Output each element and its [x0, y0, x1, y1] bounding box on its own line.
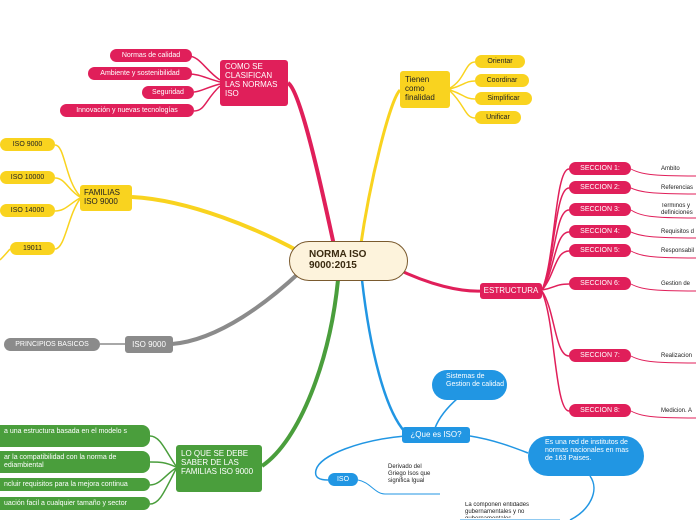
seccion-7[interactable]: SECCION 7:	[569, 349, 631, 362]
red-label: Es una red de institutos de normas nacio…	[545, 439, 629, 462]
seccion-5-text: Responsabil	[661, 248, 695, 254]
clasifican-label: COMO SE CLASIFICAN LAS NORMAS ISO	[225, 62, 278, 98]
que-es-topic[interactable]: ¿Que es ISO?	[402, 427, 470, 443]
seccion-6-text: Gestion de	[661, 281, 691, 287]
seccion-8-text: Medicion. A	[661, 408, 693, 414]
familias-label: FAMILIAS ISO 9000	[84, 188, 121, 206]
debe-saber-item[interactable]: ar la compatibilidad con la norma de edi…	[0, 451, 150, 473]
estructura-topic[interactable]: ESTRUCTURA	[480, 283, 542, 299]
seccion-3-text: Terminos y definiciones	[661, 203, 693, 216]
debe-saber-item[interactable]: ncluir requisitos para la mejora continu…	[0, 478, 150, 491]
red-bubble[interactable]: Es una red de institutos de normas nacio…	[528, 436, 644, 476]
debe-saber-item[interactable]: a una estructura basada en el modelo s	[0, 425, 150, 447]
seccion-4-text: Requisitos d	[661, 229, 695, 235]
finalidad-topic[interactable]: Tienen como finalidad	[400, 71, 450, 108]
derivado-text: Derivado del Griego Isos que significa I…	[388, 464, 431, 484]
seccion-7-text: Realizacion	[661, 353, 693, 359]
clasifican-item[interactable]: Seguridad	[142, 86, 194, 99]
seccion-6[interactable]: SECCION 6:	[569, 277, 631, 290]
sistemas-bubble[interactable]: Sistemas de Gestion de calidad	[432, 370, 507, 400]
sistemas-label: Sistemas de Gestion de calidad	[446, 373, 504, 388]
componen-text: La componen entidades gubernamentales y …	[465, 502, 530, 518]
familias-topic[interactable]: FAMILIAS ISO 9000	[80, 185, 132, 211]
debe-saber-label: LO QUE SE DEBE SABER DE LAS FAMILIAS ISO…	[181, 449, 254, 476]
finalidad-item[interactable]: Unificar	[475, 111, 521, 124]
familias-item[interactable]: ISO 9000	[0, 138, 55, 151]
debe-saber-topic[interactable]: LO QUE SE DEBE SABER DE LAS FAMILIAS ISO…	[176, 445, 262, 492]
seccion-4[interactable]: SECCION 4:	[569, 225, 631, 238]
central-topic[interactable]: NORMA ISO 9000:2015	[289, 241, 408, 281]
seccion-8[interactable]: SECCION 8:	[569, 404, 631, 417]
iso9000-topic[interactable]: ISO 9000	[125, 336, 173, 353]
finalidad-item[interactable]: Simplificar	[475, 92, 532, 105]
debe-saber-item[interactable]: uación facil a cualquier tamaño y sector	[0, 497, 150, 510]
seccion-2[interactable]: SECCION 2:	[569, 181, 631, 194]
finalidad-label: Tienen como finalidad	[405, 75, 435, 102]
finalidad-item[interactable]: Orientar	[475, 55, 525, 68]
clasifican-item[interactable]: Innovación y nuevas tecnologías	[60, 104, 194, 117]
seccion-2-text: Referencias	[661, 185, 694, 191]
familias-item[interactable]: ISO 10000	[0, 171, 55, 184]
familias-item[interactable]: 19011	[10, 242, 55, 255]
iso9000-item[interactable]: PRINCIPIOS BASICOS	[4, 338, 100, 351]
seccion-5[interactable]: SECCION 5:	[569, 244, 631, 257]
seccion-1-text: Ambito	[661, 166, 680, 172]
iso-bubble[interactable]: ISO	[328, 473, 358, 486]
seccion-1[interactable]: SECCION 1:	[569, 162, 631, 175]
seccion-3[interactable]: SECCION 3:	[569, 203, 631, 216]
clasifican-item[interactable]: Normas de calidad	[110, 49, 192, 62]
clasifican-item[interactable]: Ambiente y sostenibilidad	[88, 67, 192, 80]
finalidad-item[interactable]: Coordinar	[475, 74, 529, 87]
central-topic-label: NORMA ISO 9000:2015	[309, 249, 367, 271]
clasifican-topic[interactable]: COMO SE CLASIFICAN LAS NORMAS ISO	[220, 60, 288, 106]
familias-item[interactable]: ISO 14000	[0, 204, 55, 217]
